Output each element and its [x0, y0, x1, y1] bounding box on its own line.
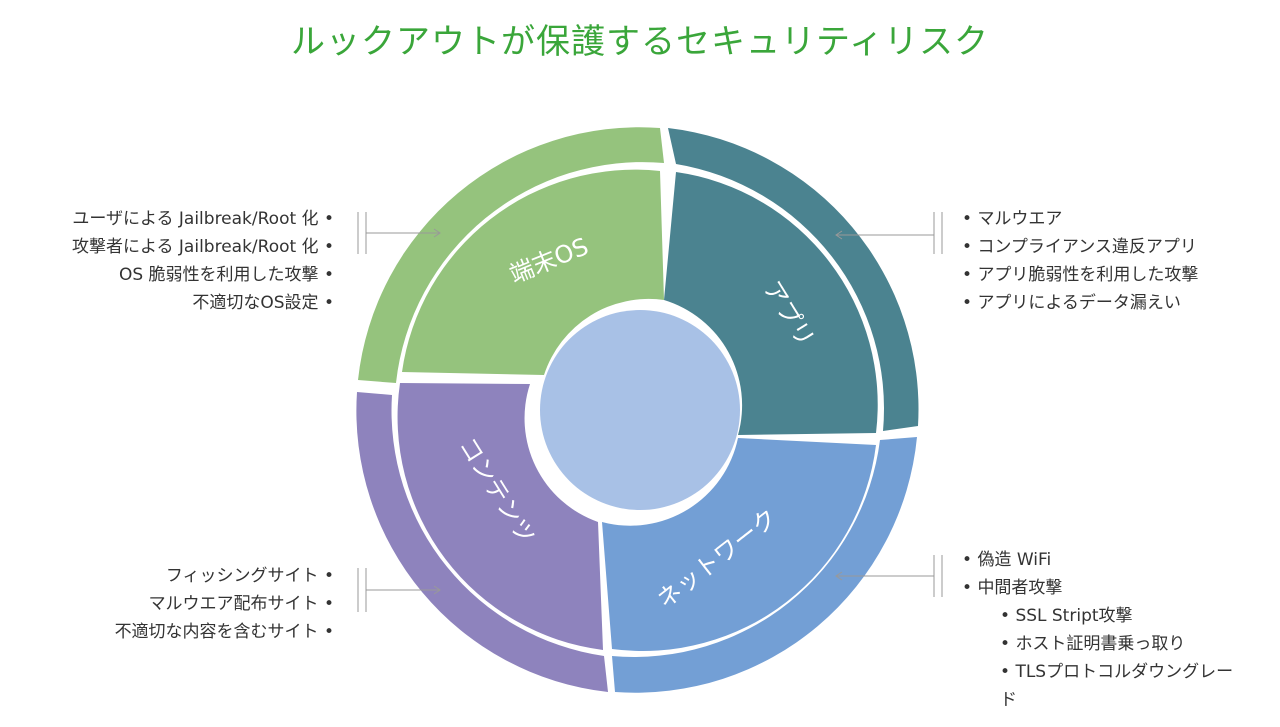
- connector-content: [357, 568, 441, 612]
- os-risk-item: 不適切なOS設定: [72, 289, 334, 317]
- connector-os: [357, 212, 441, 254]
- app-risk-item: コンプライアンス違反アプリ: [962, 233, 1198, 261]
- app-risk-item: アプリによるデータ漏えい: [962, 289, 1198, 317]
- connectors: [357, 212, 943, 612]
- os-risk-item: ユーザによる Jailbreak/Root 化: [72, 205, 334, 233]
- segment-os-outer: [358, 127, 664, 384]
- content-risk-item: フィッシングサイト: [115, 562, 334, 590]
- connector-app: [835, 212, 943, 254]
- os-risk-item: 攻撃者による Jailbreak/Root 化: [72, 233, 334, 261]
- network-risk-list: 偽造 WiFi 中間者攻撃 SSL Stript攻撃 ホスト証明書乗っ取り TL…: [962, 546, 1240, 714]
- inner-ring: [397, 169, 878, 652]
- app-risk-item: アプリ脆弱性を利用した攻撃: [962, 261, 1198, 289]
- segment-os-inner: [402, 169, 664, 375]
- content-risk-item: 不適切な内容を含むサイト: [115, 618, 334, 646]
- network-risk-subitem: SSL Stript攻撃: [962, 602, 1240, 630]
- outer-ring: [356, 127, 919, 693]
- network-risk-item: 偽造 WiFi: [962, 546, 1240, 574]
- segment-content-outer: [356, 392, 608, 692]
- network-risk-subitem: ホスト証明書乗っ取り: [962, 630, 1240, 658]
- app-risk-list: マルウエア コンプライアンス違反アプリ アプリ脆弱性を利用した攻撃 アプリによる…: [962, 205, 1198, 317]
- os-risk-item: OS 脆弱性を利用した攻撃: [72, 261, 334, 289]
- network-risk-item: 中間者攻撃: [962, 574, 1240, 602]
- content-risk-list: フィッシングサイト マルウエア配布サイト 不適切な内容を含むサイト: [115, 562, 334, 646]
- app-risk-item: マルウエア: [962, 205, 1198, 233]
- connector-network: [835, 555, 943, 597]
- segment-content-inner: [397, 383, 603, 650]
- segment-app-outer: [668, 128, 919, 431]
- content-risk-item: マルウエア配布サイト: [115, 590, 334, 618]
- network-risk-subitem: TLSプロトコルダウングレード: [962, 658, 1240, 714]
- os-risk-list: ユーザによる Jailbreak/Root 化 攻撃者による Jailbreak…: [72, 205, 334, 317]
- segment-network-outer: [612, 437, 917, 693]
- segment-network-inner: [602, 438, 876, 652]
- center-circle: [540, 310, 740, 510]
- segment-app-inner: [664, 172, 878, 435]
- page-title: ルックアウトが保護するセキュリティリスク: [291, 22, 989, 62]
